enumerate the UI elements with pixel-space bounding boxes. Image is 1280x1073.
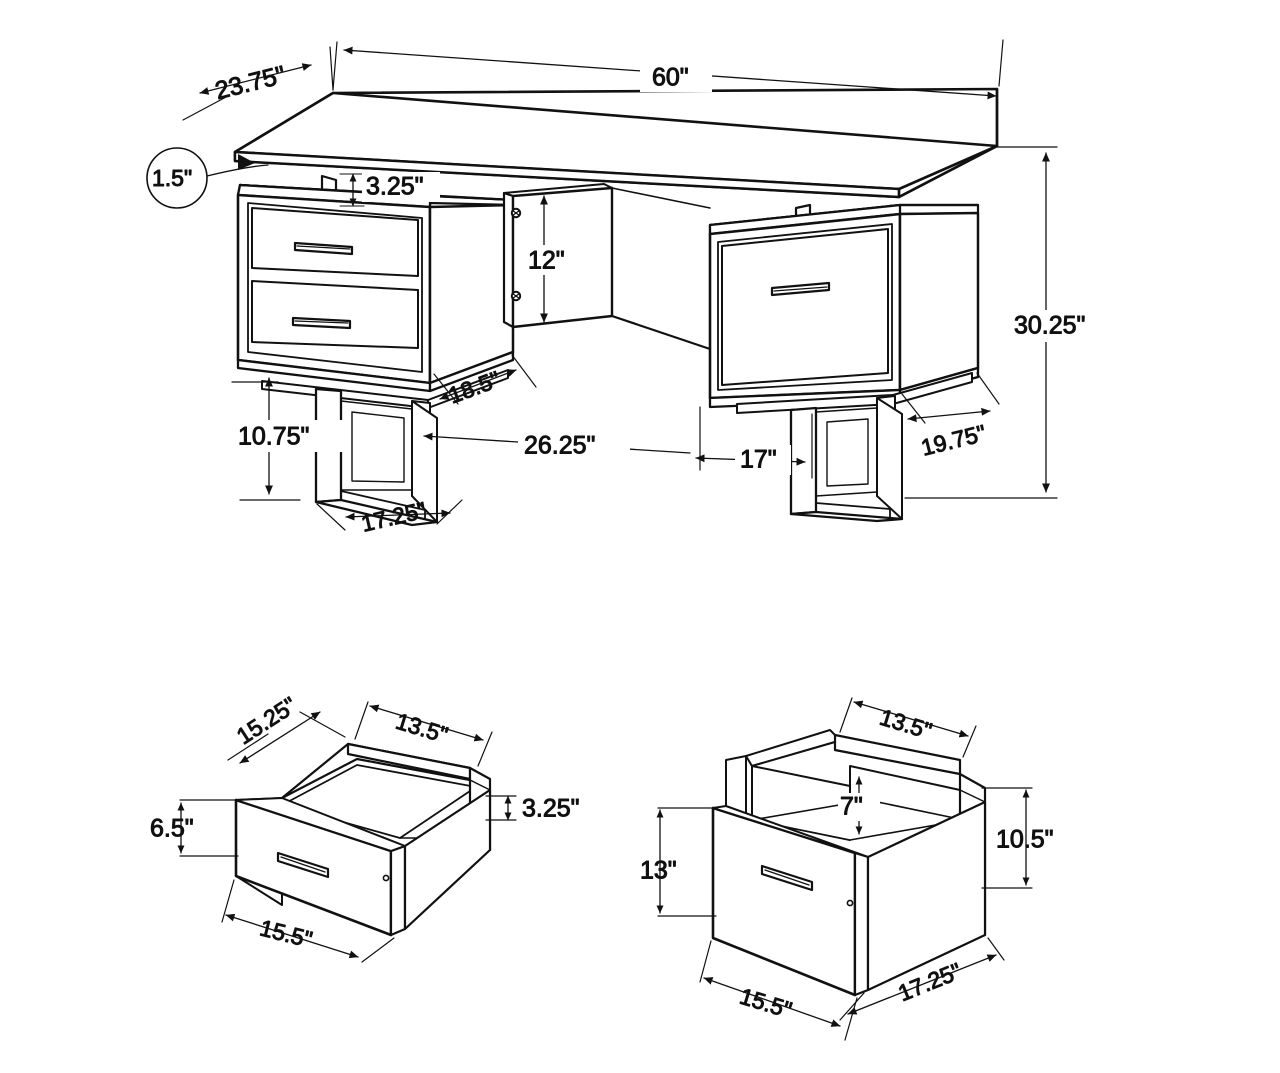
dimension-overall-height: 30.25" (904, 146, 1120, 499)
dimension-sd-face-height: 6.5" (150, 799, 239, 857)
desktop-slab (233, 87, 999, 199)
dimension-label: 10.5" (996, 826, 1054, 854)
dimension-label: 17" (740, 446, 777, 474)
dimension-label: 60" (652, 64, 689, 92)
dimension-label: 12" (528, 247, 565, 275)
dimension-ld-face-height: 13" (640, 807, 717, 917)
dimension-label: 30.25" (1014, 312, 1085, 340)
dimension-top-gap: 3.25" (339, 172, 440, 207)
large-drawer-view: 13.5" 7" 10.5" 13" 15.5" (640, 697, 1054, 1041)
dimension-knee-space: 26.25" (423, 431, 691, 462)
drawer-handle (293, 241, 354, 256)
right-leg (736, 372, 973, 523)
dimension-label: 15.25" (232, 692, 301, 750)
dimension-ld-inner-height: 7" (838, 776, 880, 835)
drawer-handle (770, 281, 831, 297)
dimension-label: 23.75" (212, 61, 288, 105)
desk-assembly-view: 23.75" 60" 1.5" 3.25" (146, 39, 1120, 537)
dimension-label: 10.75" (238, 423, 309, 451)
dimension-label: 19.75" (918, 420, 988, 461)
drawer-handle (276, 851, 330, 879)
dimension-label: 15.5" (257, 915, 315, 953)
dimension-label: 7" (840, 793, 863, 821)
dimension-label: 13" (640, 857, 677, 885)
dimension-ld-side-height: 10.5" (981, 787, 1054, 889)
dimension-sd-side-depth: 15.25" (227, 691, 346, 764)
dimension-label: 3.25" (366, 173, 424, 201)
dimension-top-thickness-callout: 1.5" (146, 147, 269, 209)
dimension-label: 17.25" (359, 497, 429, 537)
dimension-right-ped-width: 17" (695, 406, 813, 479)
right-pedestal (708, 203, 980, 409)
dimension-leg-height: 10.75" (231, 377, 345, 501)
dimension-width-top: 60" (332, 39, 1004, 100)
dimension-label: 3.25" (522, 795, 580, 823)
dimension-back-panel-height: 12" (525, 195, 577, 323)
drawer-handle (760, 864, 814, 892)
dimension-label: 13.5" (393, 708, 451, 748)
drawer-handle (291, 316, 352, 330)
left-pedestal (236, 183, 515, 393)
dimension-label: 1.5" (152, 165, 192, 191)
dimension-label: 26.25" (524, 432, 595, 460)
screw-hole (510, 290, 522, 302)
dimension-label: 15.5" (737, 983, 795, 1023)
dimension-label: 13.5" (877, 704, 935, 744)
screw-hole (510, 207, 522, 219)
dimension-label: 6.5" (150, 815, 194, 843)
dimension-sd-box-height: 3.25" (485, 794, 580, 823)
